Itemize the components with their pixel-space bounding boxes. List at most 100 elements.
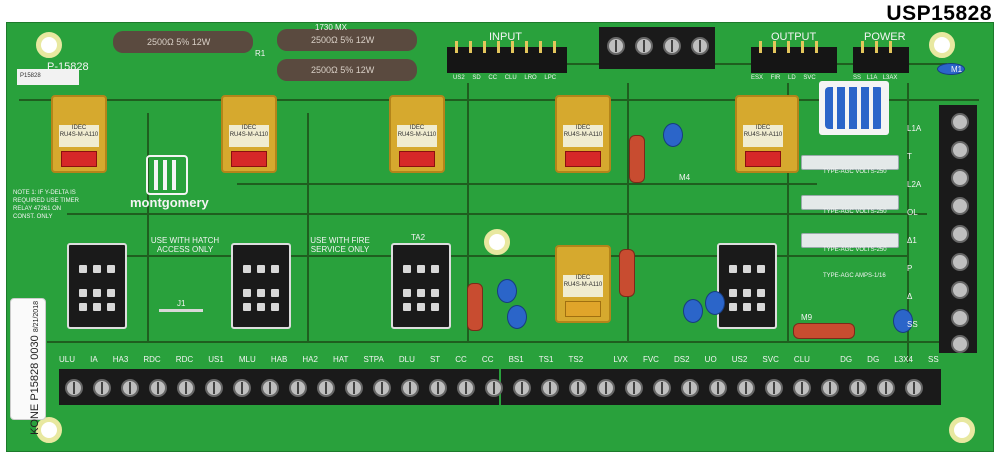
- output-pin-label: FIR: [770, 75, 781, 81]
- sticker-line: KONE: [29, 403, 41, 435]
- fuse: [801, 195, 899, 210]
- mounting-hole: [36, 417, 62, 443]
- small-sticker: P15828: [17, 69, 79, 85]
- terminal-label: BS1: [508, 355, 524, 364]
- kone-sticker: KONE P15828 0030 8/21/2018: [10, 298, 46, 435]
- resistor-code: 1730 MX: [315, 23, 348, 32]
- power-resistor-r2: 2500Ω 5% 12W: [277, 29, 417, 51]
- trace: [907, 83, 909, 363]
- relay-indicator: [565, 301, 601, 317]
- component-ref: M9: [801, 313, 813, 322]
- terminal-label: STPA: [363, 355, 384, 364]
- input-pin-label: LPC: [544, 75, 557, 81]
- relay-socket: [231, 243, 291, 329]
- terminal-label: FVC: [642, 355, 659, 364]
- capacitor: [467, 283, 483, 331]
- logo-mark: [146, 155, 188, 195]
- right-terminal-labels: L1A T L2A OL Δ1 P Δ SS: [907, 115, 935, 339]
- component-ref: M4: [679, 173, 691, 182]
- relay-indicator: [565, 151, 601, 167]
- terminal-label: ST: [429, 355, 441, 364]
- part-number-title: USP15828: [886, 2, 992, 25]
- terminal-label: HA2: [302, 355, 318, 364]
- input-pin-label: LRO: [524, 75, 537, 81]
- fuse-label: TYPE-AGC VOLTS-250: [823, 209, 887, 215]
- fuse: [801, 155, 899, 170]
- terminal-label: HA3: [112, 355, 129, 364]
- terminal-label: HAT: [333, 355, 349, 364]
- varistor: [937, 63, 965, 75]
- fire-service-label: USE WITH FIRE SERVICE ONLY: [310, 236, 370, 254]
- bottom-screws: [65, 369, 939, 405]
- input-section-label: INPUT: [489, 31, 522, 43]
- small-sticker-text: P15828: [20, 73, 41, 79]
- relay-brand: IDEC: [71, 125, 87, 131]
- trace: [47, 341, 977, 343]
- right-terminal-label: Δ1: [907, 236, 917, 245]
- terminal-label: US2: [731, 355, 748, 364]
- terminal-label: HAB: [270, 355, 288, 364]
- varistor: [683, 299, 703, 323]
- relay-brand: IDEC: [575, 125, 591, 131]
- terminal-label: IA: [90, 355, 98, 364]
- circuit-board: P-15828 P15828 NOTE 1: IF Y-DELTA IS REQ…: [6, 22, 994, 452]
- terminal-label: L3X4: [894, 355, 913, 364]
- fuse: [801, 233, 899, 248]
- power-pin-label: L3AX: [882, 75, 898, 81]
- output-pin-labels: ESX FIR LD SVC: [751, 75, 816, 81]
- component-ref: R1: [255, 49, 266, 58]
- relay-socket: [67, 243, 127, 329]
- montgomery-logo: montgomery: [130, 155, 209, 211]
- input-pin-label: CLU: [504, 75, 517, 81]
- capacitor: [619, 249, 635, 297]
- trace: [87, 255, 907, 257]
- input-pin-label: US2: [453, 75, 465, 81]
- output-pin-label: ESX: [751, 75, 764, 81]
- relay-model: RU4S-M-A110: [743, 132, 783, 138]
- right-terminal-block: [939, 105, 977, 353]
- component-ref: M1: [951, 65, 963, 74]
- terminal-label: CC: [481, 355, 494, 364]
- power-section-label: POWER: [864, 31, 906, 43]
- relay-brand: IDEC: [241, 125, 257, 131]
- relay-socket: [717, 243, 777, 329]
- relay-brand: IDEC: [575, 275, 591, 281]
- terminal-label: DLU: [398, 355, 415, 364]
- right-terminal-label: SS: [907, 320, 918, 329]
- mounting-hole: [484, 229, 510, 255]
- resistor-r2-label: 2500Ω 5% 12W: [311, 35, 375, 45]
- varistor: [507, 305, 527, 329]
- trace: [307, 113, 309, 343]
- relay-model: RU4S-M-A110: [59, 132, 99, 138]
- power-header: [853, 41, 909, 73]
- top-terminal-block: [599, 27, 715, 69]
- input-header: [447, 41, 567, 73]
- output-pin-label: LD: [788, 75, 796, 81]
- terminal-label: SS: [928, 355, 939, 364]
- relay-brand: IDEC: [409, 125, 425, 131]
- relay-model: RU4S-M-A110: [229, 132, 269, 138]
- relay-socket: [391, 243, 451, 329]
- trace: [67, 213, 927, 215]
- relay-indicator: [231, 151, 267, 167]
- right-terminal-label: Δ: [907, 292, 913, 301]
- resistor-r3-label: 2500Ω 5% 12W: [311, 65, 375, 75]
- terminal-label: CC: [455, 355, 467, 364]
- varistor: [497, 279, 517, 303]
- varistor-bank: [819, 81, 889, 135]
- trace: [19, 99, 979, 101]
- relay-model: RU4S-M-A110: [397, 132, 437, 138]
- varistor: [893, 309, 913, 333]
- kone-sticker-text: KONE P15828 0030 8/21/2018: [29, 301, 41, 435]
- trace: [147, 113, 149, 343]
